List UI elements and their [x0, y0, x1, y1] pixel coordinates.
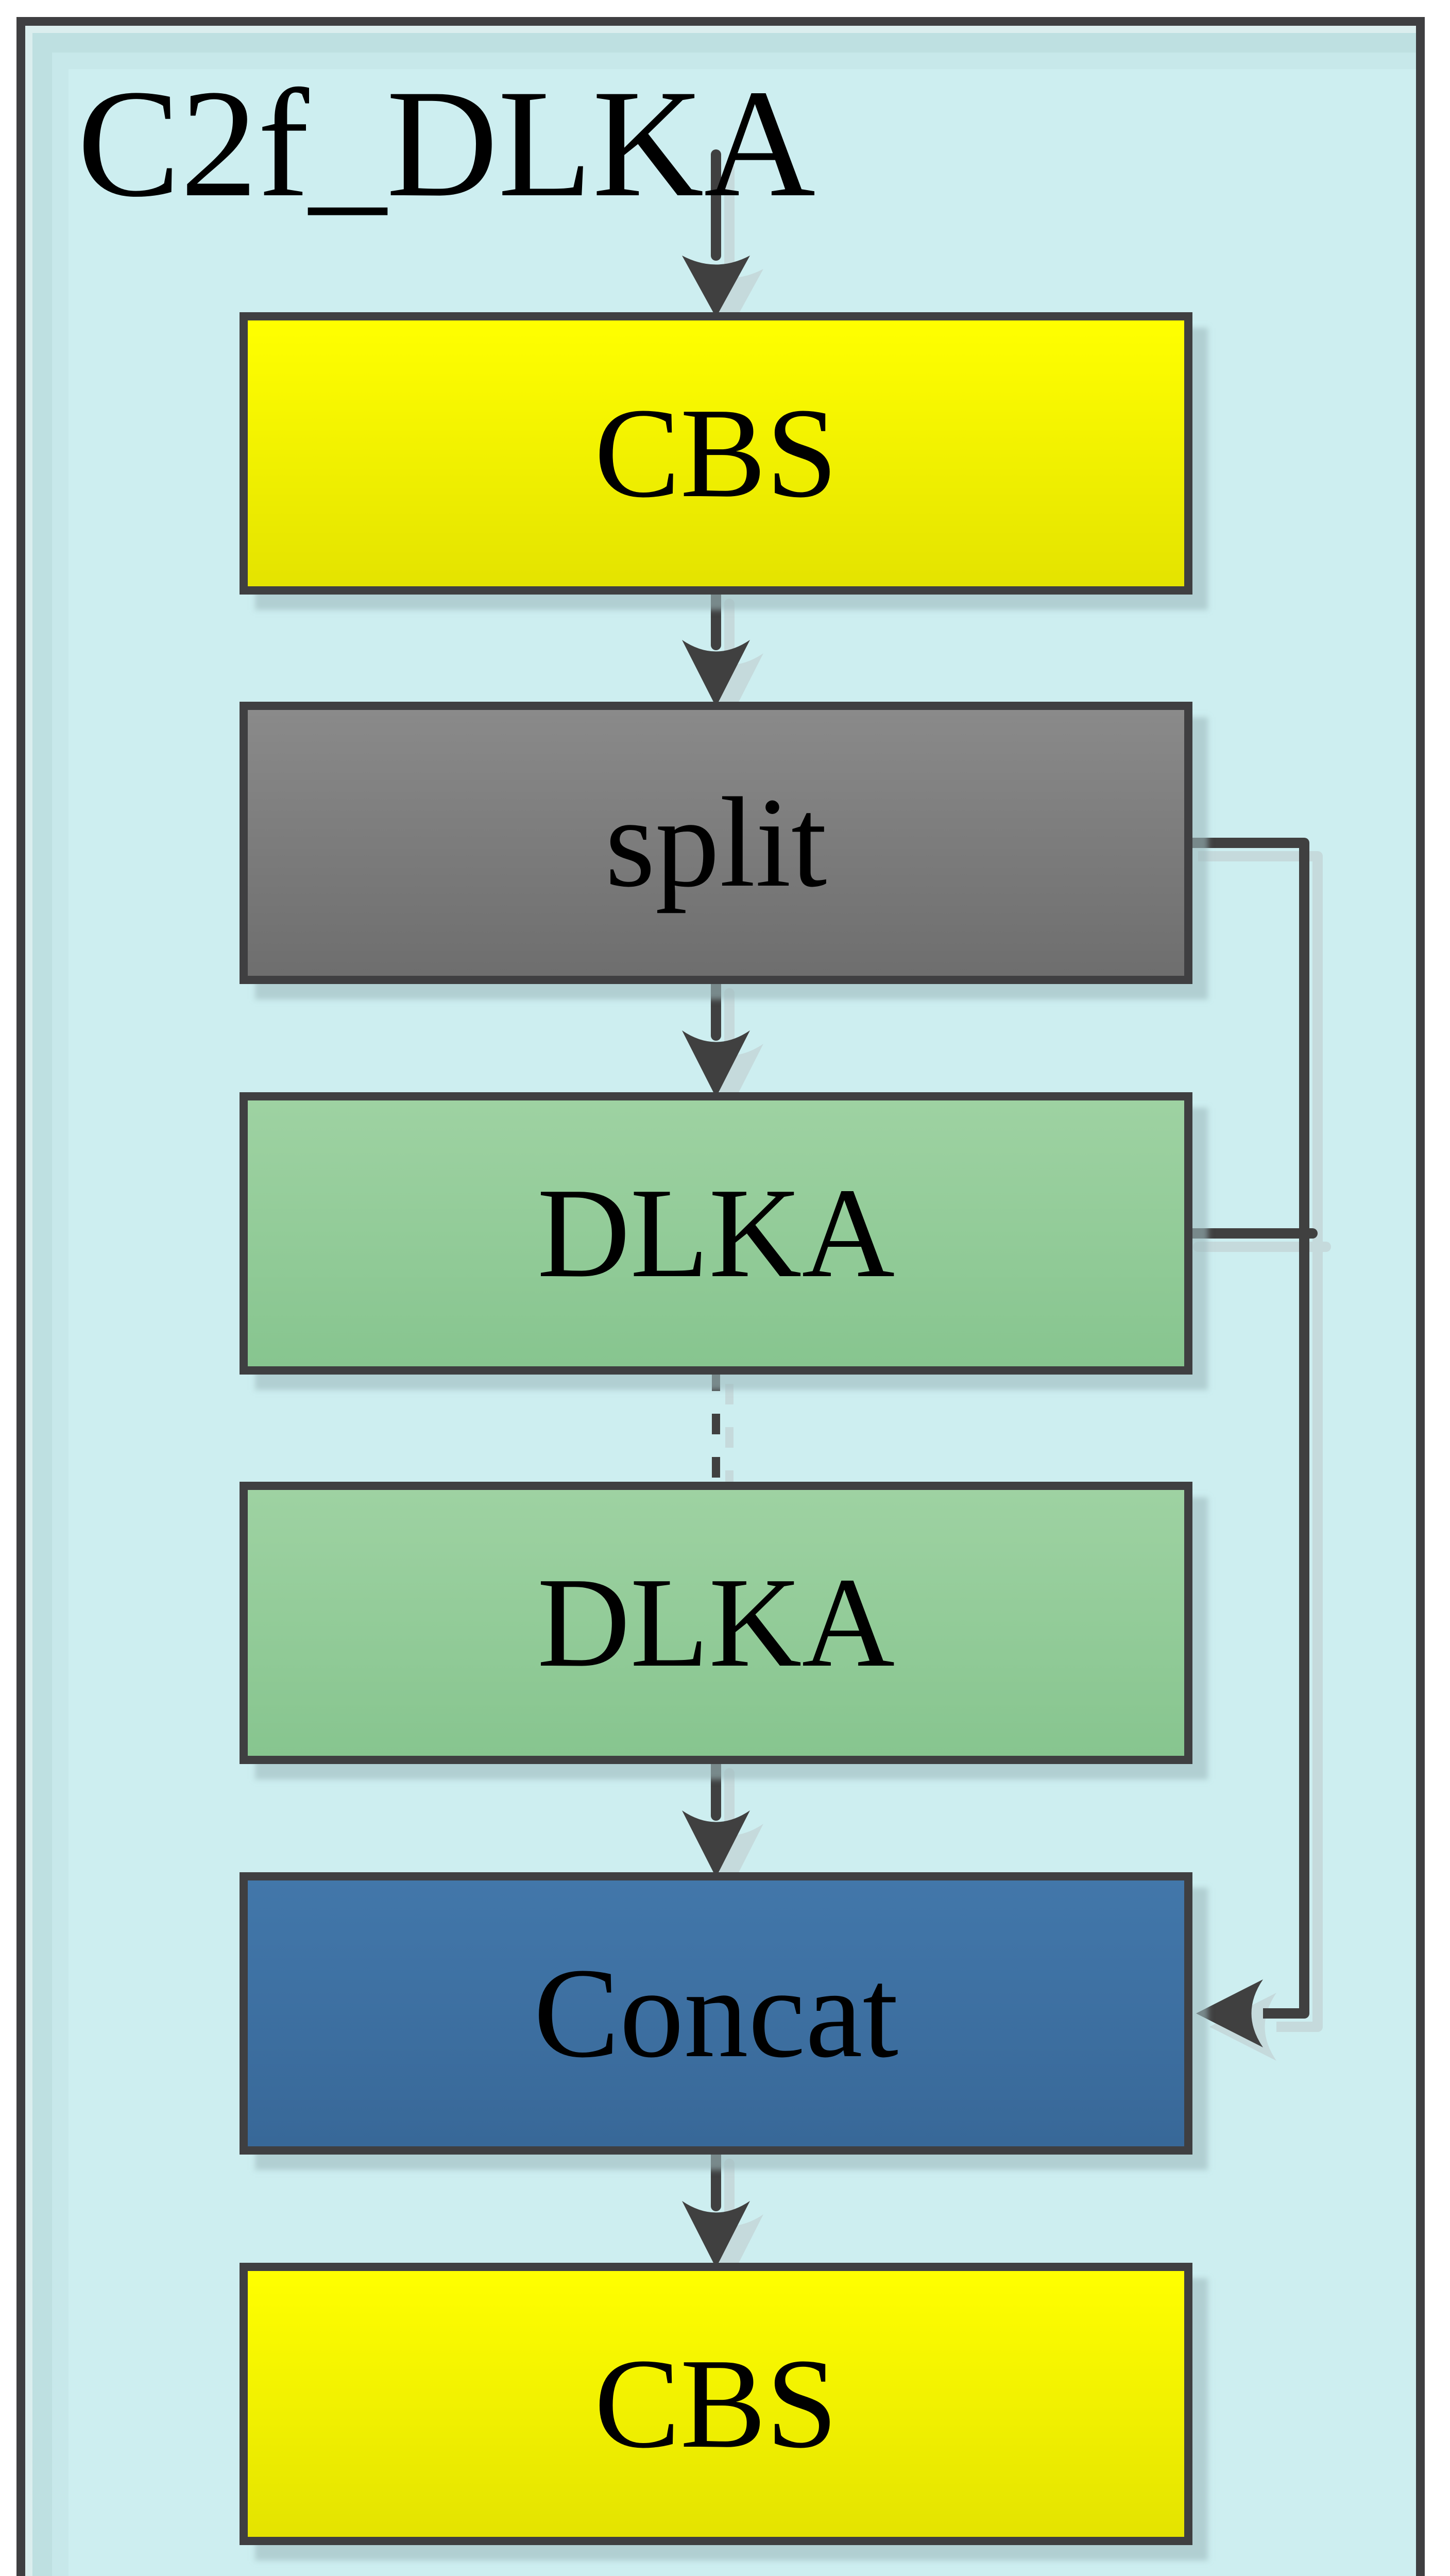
node-cbs-2-label: CBS	[594, 2332, 838, 2475]
node-cbs-1-label: CBS	[594, 382, 838, 524]
node-dlka-1-label: DLKA	[537, 1162, 895, 1304]
node-dlka-1: DLKA	[240, 1092, 1192, 1375]
node-split: split	[240, 702, 1192, 984]
node-concat-label: Concat	[533, 1942, 899, 2084]
node-split-label: split	[605, 771, 827, 914]
node-dlka-2-label: DLKA	[537, 1551, 895, 1694]
node-cbs-1: CBS	[240, 312, 1192, 595]
node-cbs-2: CBS	[240, 2263, 1192, 2545]
node-concat: Concat	[240, 1872, 1192, 2155]
diagram-title: C2f_DLKA	[77, 58, 816, 229]
node-dlka-2: DLKA	[240, 1482, 1192, 1764]
